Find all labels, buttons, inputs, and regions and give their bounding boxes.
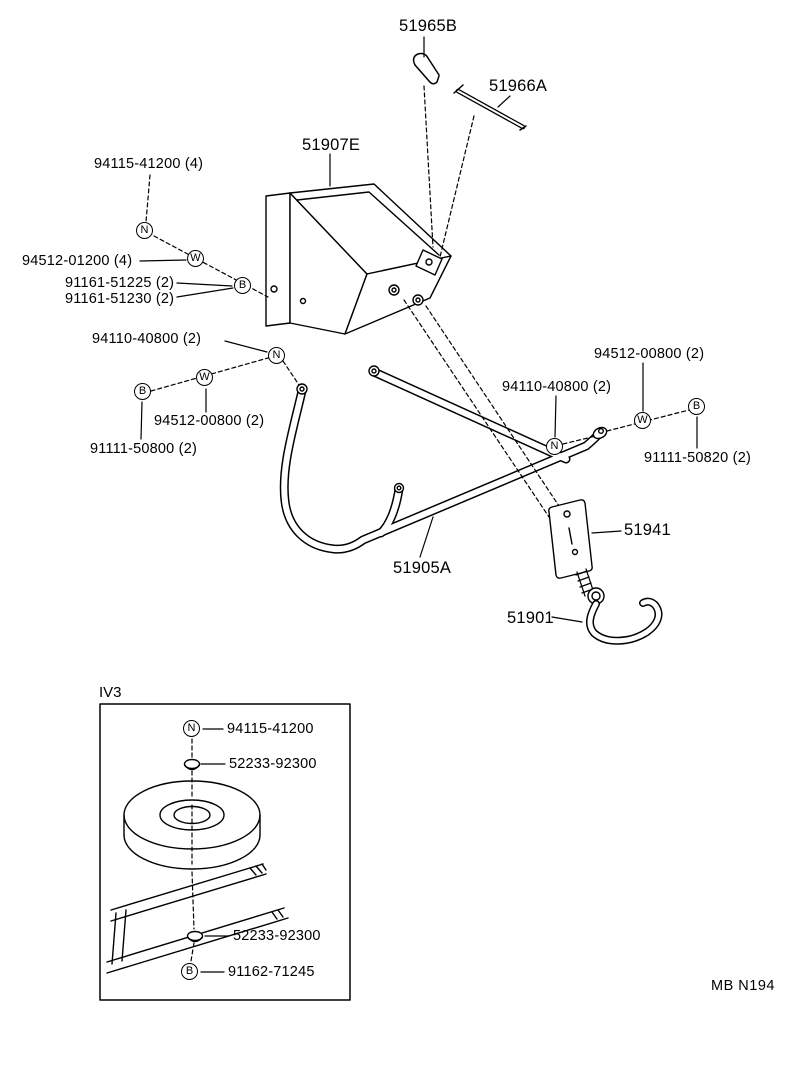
inset-title: IV3	[99, 684, 122, 701]
washer-symbol-badge: W	[634, 412, 651, 429]
bolt-symbol-badge: B	[688, 398, 705, 415]
page-code: MB N194	[711, 978, 775, 994]
inset-label-nut-94115: 94115-41200	[227, 721, 314, 737]
part-label-bolt-91161-51225: 91161-51225 (2)	[65, 275, 175, 291]
part-label-bolt-91161-51230: 91161-51230 (2)	[65, 291, 175, 307]
dashed-leader-lines	[145, 85, 690, 518]
part-label-nut-94110-right: 94110-40800 (2)	[502, 379, 612, 395]
bolt-symbol-badge: B	[134, 383, 151, 400]
part-label-pin: 51966A	[489, 77, 548, 95]
plate-art	[548, 499, 593, 579]
bolt-symbol-badge: B	[234, 277, 251, 294]
nut-symbol-badge: N	[183, 720, 200, 737]
part-label-hook: 51901	[507, 609, 554, 627]
pin-art	[453, 84, 527, 131]
part-label-washer-94512-left: 94512-00800 (2)	[154, 413, 265, 429]
part-label-washer-94512-01200: 94512-01200 (4)	[22, 253, 133, 269]
bracket-box-art	[265, 183, 452, 335]
nut-symbol-badge: N	[136, 222, 153, 239]
inset-box-art	[99, 703, 351, 1001]
part-label-bracket-box: 51907E	[302, 136, 361, 154]
clip-art	[412, 52, 440, 85]
carrier-frame-art	[279, 365, 608, 554]
part-label-bolt-91111-right: 91111-50820 (2)	[644, 450, 751, 466]
part-label-washer-94512-right: 94512-00800 (2)	[594, 346, 705, 362]
washer-symbol-badge: W	[196, 369, 213, 386]
part-label-plate: 51941	[624, 521, 671, 539]
bolt-symbol-badge: B	[181, 963, 198, 980]
part-label-clip: 51965B	[399, 17, 458, 35]
part-label-carrier: 51905A	[393, 559, 452, 577]
solid-leader-lines	[139, 36, 698, 623]
part-label-nut-94110-left: 94110-40800 (2)	[92, 331, 202, 347]
inset-label-retainer-bottom: 52233-92300	[233, 928, 321, 944]
nut-symbol-badge: N	[546, 438, 563, 455]
nut-symbol-badge: N	[268, 347, 285, 364]
washer-symbol-badge: W	[187, 250, 204, 267]
part-label-nut-94115: 94115-41200 (4)	[94, 156, 204, 172]
part-label-bolt-91111-left: 91111-50800 (2)	[90, 441, 197, 457]
inset-label-retainer-top: 52233-92300	[229, 756, 317, 772]
hook-art	[585, 587, 663, 645]
inset-label-bolt-91162: 91162-71245	[228, 964, 315, 980]
